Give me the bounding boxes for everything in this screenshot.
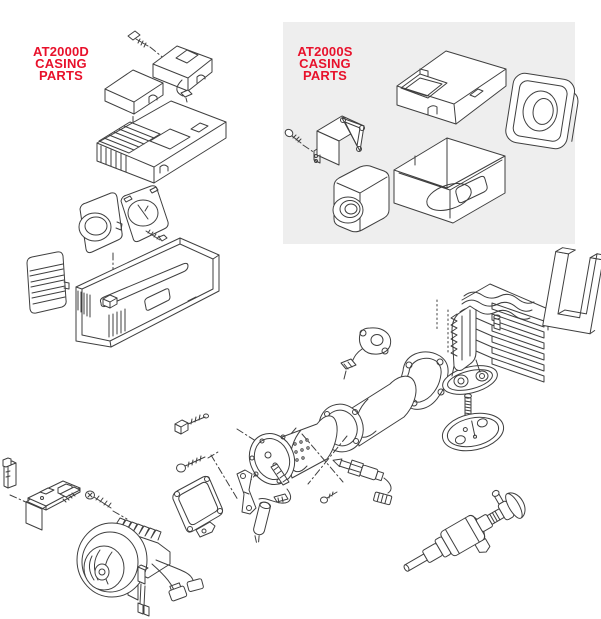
temperature-sensor [340,327,392,380]
blower-screw [176,455,206,473]
top-casing-cover [96,100,227,184]
at2000s-bottom-casing [393,137,506,224]
fan-mount-plate [120,185,169,243]
at2000d-casing-drawing [96,30,227,184]
small-screw [320,491,338,504]
at2000s-caption: AT2000S CASING PARTS [297,44,353,83]
glow-plug-and-pump-drawing [301,433,526,572]
blower-and-control-parts-drawing [2,413,338,617]
mounting-bracket [313,115,365,166]
blower-gasket [172,475,224,538]
wiring-connector [2,457,17,489]
screw-with-nut [174,413,209,435]
heat-exchanger [442,283,549,395]
bottom-casing [75,237,220,348]
at2000d-caption: AT2000D CASING PARTS [32,44,90,83]
oval-base-plate [441,412,505,452]
casing-screw [284,128,302,144]
sensor-capsule [253,501,272,543]
heater-core-parts-drawing [318,247,601,453]
control-unit-cover [152,45,213,103]
at2000s-casing-drawing [284,50,579,233]
air-outlet-ring-plate [78,192,123,254]
air-outlet-hood [505,72,579,150]
control-unit-board [25,480,81,531]
at2000s-top-cover [396,50,507,125]
combustion-air-blower [76,517,204,617]
casing-screw-left [85,490,112,509]
air-inlet-piece [332,165,390,233]
u-bracket [542,247,601,335]
threaded-stud [464,393,472,417]
at2000d-lower-casing-drawing [26,185,220,348]
fuel-dosing-pump [403,489,526,572]
retaining-strap [236,469,257,515]
glow-plug [332,458,393,506]
small-cover [104,69,164,115]
inlet-grille [26,251,70,314]
mounting-screw [127,30,149,48]
burner-insert [248,415,338,504]
